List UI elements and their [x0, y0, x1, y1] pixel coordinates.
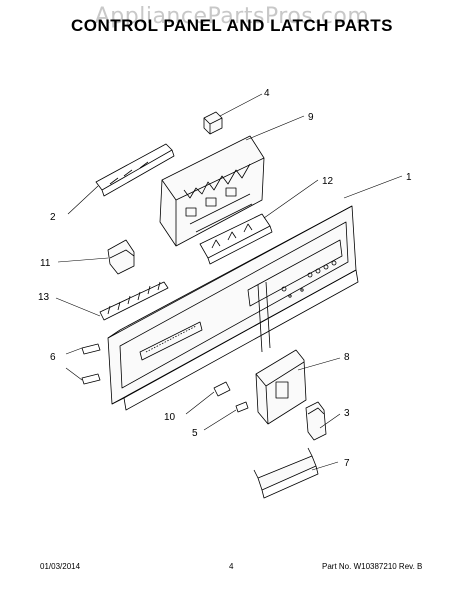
callout-6: 6	[50, 352, 56, 363]
footer-part-number: Part No. W10387210 Rev. B	[322, 562, 423, 571]
control-board-part	[159, 135, 265, 247]
switch-part	[213, 381, 231, 397]
leader-lines	[55, 93, 403, 471]
callout-3: 3	[344, 408, 350, 419]
small-screw-part	[235, 401, 249, 413]
callout-8: 8	[344, 352, 350, 363]
callout-7: 7	[344, 458, 350, 469]
callout-11: 11	[40, 258, 51, 269]
comb-bracket-part	[99, 281, 169, 321]
console-panel-part	[107, 205, 359, 411]
footer-page-number: 4	[229, 562, 234, 571]
strike-part	[305, 401, 327, 441]
rail-part	[95, 143, 175, 197]
footer-date: 01/03/2014	[40, 562, 81, 571]
callout-2: 2	[50, 212, 56, 223]
connector-part	[203, 111, 223, 135]
door-latch-part	[255, 349, 307, 425]
callout-12: 12	[322, 176, 334, 187]
page-title: CONTROL PANEL AND LATCH PARTS	[70, 16, 394, 35]
callout-10: 10	[164, 412, 176, 423]
callout-5: 5	[192, 428, 198, 439]
clip-part	[107, 239, 135, 275]
callout-4: 4	[264, 88, 270, 99]
watermark: AppliancePartsPros.com	[94, 4, 370, 29]
door-handle-part	[253, 447, 319, 499]
callout-1: 1	[406, 172, 412, 183]
keypad-bracket-part	[199, 213, 273, 265]
screw-parts	[81, 343, 101, 385]
callout-labels: 1 2 3 4 5 6 7 8 9 10 11 12 13	[38, 88, 412, 469]
callout-9: 9	[308, 112, 314, 123]
callout-13: 13	[38, 292, 50, 303]
